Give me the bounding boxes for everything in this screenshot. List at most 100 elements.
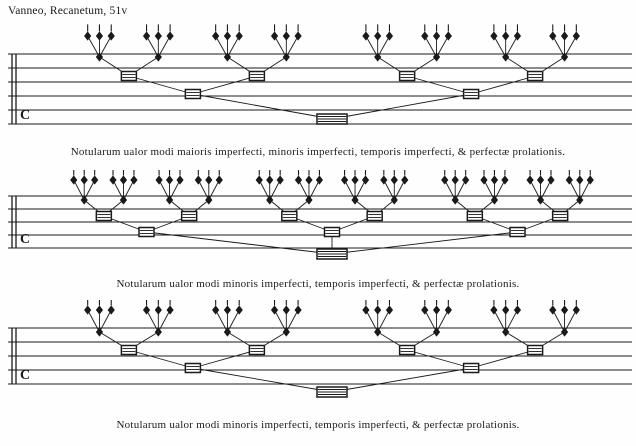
minim-note: [215, 175, 223, 185]
semibreve-note: [502, 52, 510, 62]
minim-note: [315, 175, 324, 185]
minim-note: [480, 175, 488, 185]
minim-note: [130, 175, 138, 185]
value-branch-line: [365, 35, 379, 58]
minim-note: [380, 175, 388, 185]
semibreve-note: [451, 195, 459, 205]
minim-note: [462, 175, 470, 185]
breve-long-note: [248, 70, 266, 82]
value-branch-line: [493, 309, 507, 333]
minim-note: [526, 175, 534, 185]
value-branch-line: [146, 309, 159, 333]
semibreve-note: [223, 327, 232, 337]
minim-note: [294, 305, 302, 315]
minim-note: [212, 305, 220, 315]
minim-note: [340, 175, 349, 185]
diagram-caption-1: Notularum ualor modi maioris imperfecti,…: [70, 146, 566, 158]
minim-note: [255, 175, 263, 185]
minim-note: [374, 305, 382, 315]
value-branch-line: [285, 309, 299, 333]
minim-note: [536, 175, 545, 185]
c-clef: C: [20, 232, 30, 247]
value-branch-line: [169, 179, 181, 201]
semibreve-note: [205, 195, 213, 205]
breve-long-note: [120, 70, 138, 82]
value-branch-line: [128, 75, 194, 95]
c-clef: C: [20, 108, 30, 123]
minim-note: [444, 305, 452, 315]
value-branch-line: [454, 179, 467, 201]
minim-note: [165, 175, 174, 185]
value-branch-line: [269, 179, 281, 201]
value-branch-line: [227, 35, 240, 58]
minim-note: [154, 305, 162, 315]
minim-note: [390, 175, 398, 185]
semibreve-note: [305, 195, 313, 205]
semibreve-note: [282, 52, 290, 62]
value-branch-line: [407, 75, 472, 95]
breve-long-note: [248, 344, 266, 356]
minim-note: [84, 31, 92, 41]
value-branch-line: [483, 179, 495, 201]
value-branch-line: [529, 179, 541, 201]
semibreve-note: [374, 327, 382, 337]
semibreve-note: [576, 195, 584, 205]
minim-note: [513, 31, 522, 41]
semibreve-note: [432, 327, 441, 337]
value-branch-line: [83, 179, 96, 201]
minim-note: [166, 305, 174, 315]
value-branch-line: [274, 35, 287, 58]
minim-note: [119, 175, 128, 185]
minim-note: [547, 175, 555, 185]
value-branch-line: [298, 179, 310, 201]
minim-note: [235, 31, 243, 41]
semibreve-note: [266, 195, 274, 205]
minim-note: [223, 305, 232, 315]
value-branch-line: [192, 349, 257, 369]
minim-note: [374, 31, 382, 41]
minim-note: [385, 305, 394, 315]
minim-note: [95, 31, 104, 41]
value-branch-line: [197, 179, 210, 201]
value-branch-line: [157, 309, 171, 333]
minim-note: [441, 175, 449, 185]
semibreve-note: [560, 52, 569, 62]
value-branch-line: [192, 93, 333, 120]
value-branch-line: [331, 231, 518, 255]
value-branch-line: [354, 179, 366, 201]
minim-note: [109, 175, 117, 185]
semibreve-note: [119, 195, 128, 205]
breve-long-note: [462, 362, 480, 374]
value-branch-line: [540, 179, 552, 201]
value-branch-line: [192, 75, 257, 95]
mensural-tree-diagram-2: C: [8, 170, 632, 260]
value-branch-line: [99, 35, 112, 58]
minim-note: [305, 175, 313, 185]
semibreve-note: [154, 327, 162, 337]
value-branch-line: [208, 179, 220, 201]
value-branch-line: [192, 367, 333, 393]
semibreve-note: [560, 327, 569, 337]
minim-note: [432, 305, 441, 315]
value-branch-line: [444, 179, 456, 201]
breve-long-note: [526, 344, 544, 356]
semibreve-note: [432, 52, 441, 62]
breve-long-note: [366, 210, 383, 222]
minim-note: [270, 305, 279, 315]
minim-note: [107, 305, 115, 315]
minim-note: [490, 175, 499, 185]
minim-note: [502, 31, 510, 41]
value-branch-line: [215, 309, 228, 333]
breve-long-note: [281, 210, 298, 222]
value-branch-line: [579, 179, 591, 201]
minim-note: [176, 175, 184, 185]
minim-note: [223, 31, 232, 41]
minim-note: [560, 305, 569, 315]
minim-note: [270, 31, 279, 41]
value-branch-line: [99, 309, 112, 333]
value-branch-line: [344, 179, 356, 201]
semibreve-note: [80, 195, 88, 205]
value-branch-line: [377, 35, 390, 58]
minim-note: [154, 31, 162, 41]
